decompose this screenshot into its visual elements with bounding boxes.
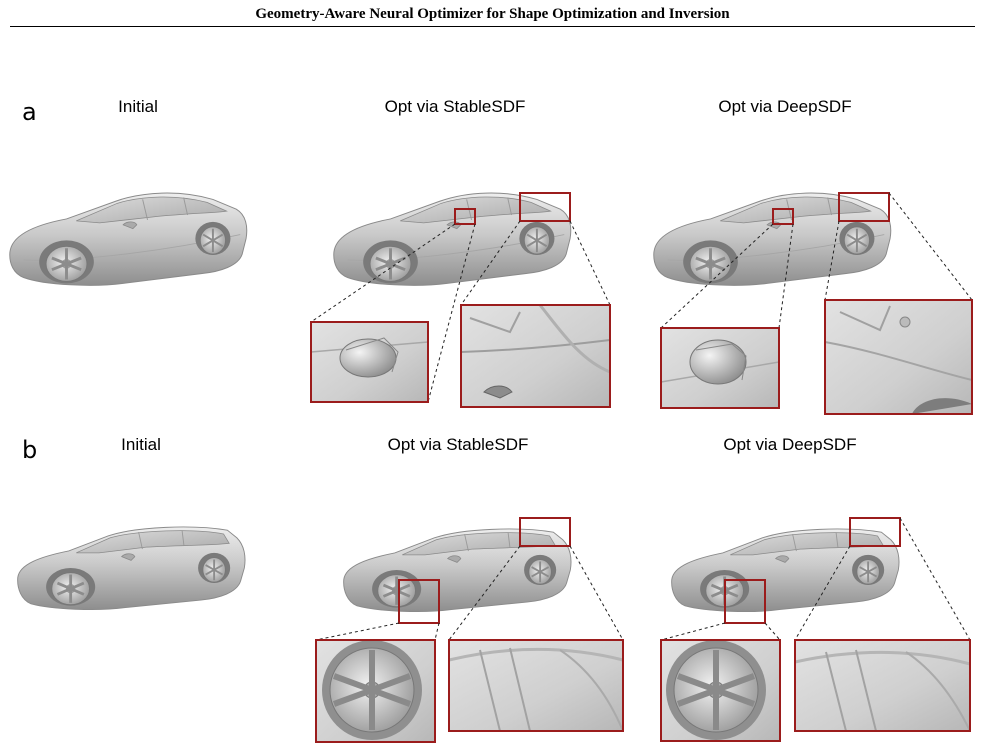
- zoom-door-stablesdf-a: [460, 304, 611, 408]
- highlight-box-door-stablesdf-a: [519, 192, 571, 222]
- car-initial-a: [8, 191, 249, 287]
- highlight-box-wheel-stablesdf-b: [398, 579, 440, 624]
- panel-b-title-deepsdf: Opt via DeepSDF: [723, 435, 857, 454]
- car-deepsdf-b: [670, 527, 901, 613]
- zoom-lines-stablesdf-a: [310, 220, 611, 403]
- panel-a-letter: a: [22, 98, 37, 126]
- car-initial-b: [16, 525, 247, 611]
- zoom-wheel-stablesdf-b: [315, 639, 436, 743]
- panel-b-title-stablesdf: Opt via StableSDF: [387, 435, 529, 454]
- car-stablesdf-a: [332, 191, 573, 287]
- car-stablesdf-b: [342, 527, 573, 613]
- panel-a-title-initial: Initial: [118, 97, 158, 116]
- highlight-box-wheel-deepsdf-b: [724, 579, 766, 624]
- zoom-door-deepsdf-a: [824, 299, 973, 415]
- zoom-mirror-stablesdf-a: [310, 321, 429, 403]
- zoom-mirror-deepsdf-a: [660, 327, 780, 409]
- running-header: Geometry-Aware Neural Optimizer for Shap…: [255, 6, 730, 22]
- zoom-lines-deepsdf-b: [660, 517, 971, 641]
- panel-b-letter: b: [22, 436, 38, 464]
- highlight-box-mirror-deepsdf-a: [772, 208, 794, 225]
- header-rule: [10, 26, 975, 27]
- zoom-wheel-deepsdf-b: [660, 639, 781, 742]
- car-deepsdf-a: [652, 191, 893, 287]
- highlight-box-roof-deepsdf-b: [849, 517, 901, 547]
- zoom-roof-stablesdf-b: [448, 639, 624, 732]
- highlight-box-roof-stablesdf-b: [519, 517, 571, 547]
- panel-b-title-initial: Initial: [121, 435, 161, 454]
- panel-b: [16, 517, 971, 743]
- panel-a-title-stablesdf: Opt via StableSDF: [384, 97, 526, 116]
- zoom-roof-deepsdf-b: [794, 639, 971, 732]
- panel-a: [8, 191, 973, 415]
- highlight-box-mirror-stablesdf-a: [454, 208, 476, 225]
- highlight-box-door-deepsdf-a: [838, 192, 890, 222]
- zoom-lines-stablesdf-b: [315, 545, 624, 641]
- panel-a-title-deepsdf: Opt via DeepSDF: [718, 97, 852, 116]
- zoom-lines-deepsdf-a: [660, 192, 973, 329]
